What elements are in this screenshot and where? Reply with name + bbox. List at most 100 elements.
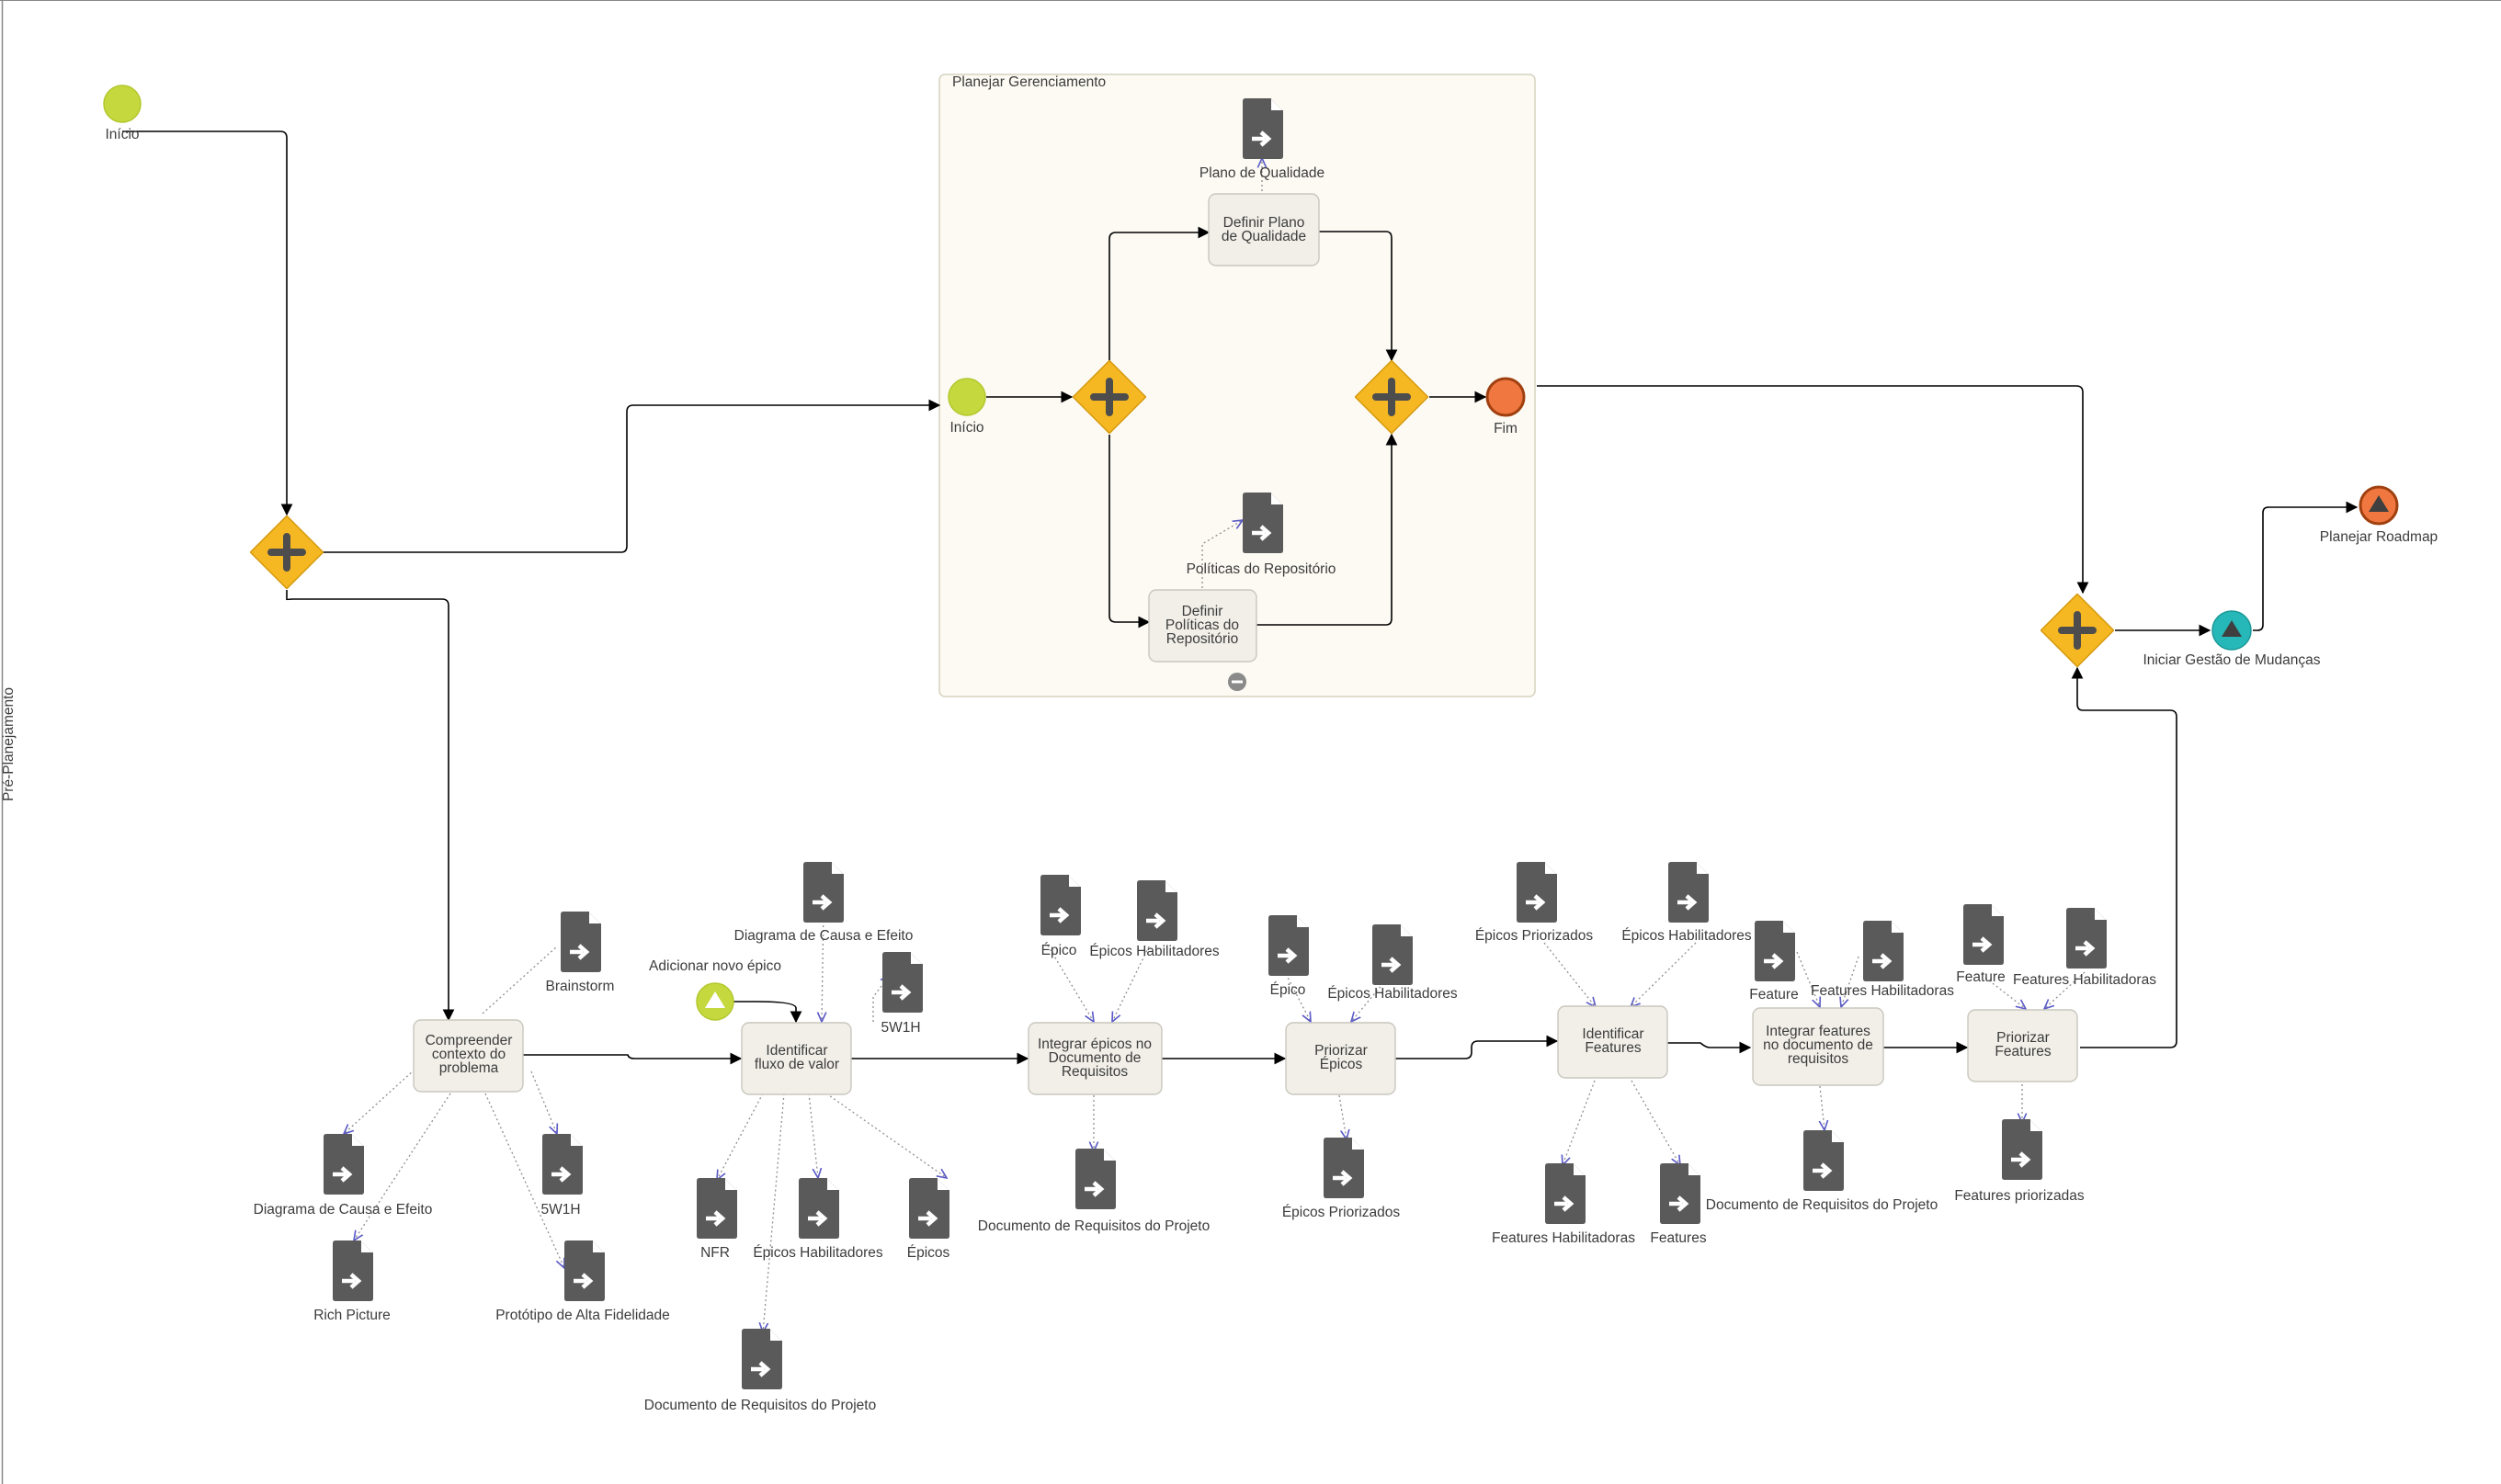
svg-text:Diagrama de Causa e Efeito: Diagrama de Causa e Efeito bbox=[734, 928, 914, 944]
sequence-flows bbox=[122, 130, 2359, 1065]
data-object-rich-picture[interactable]: Rich Picture bbox=[313, 1240, 391, 1323]
task-priorizar-epicos[interactable]: Priorizar Épicos bbox=[1285, 1022, 1396, 1095]
svg-text:Épico: Épico bbox=[1270, 982, 1306, 998]
document-icon bbox=[803, 862, 844, 923]
data-object-diagrama-causa-efeito-1[interactable]: Diagrama de Causa e Efeito bbox=[254, 1134, 433, 1218]
data-object-epicos-habilitadores-3[interactable]: Épicos Habilitadores bbox=[1327, 924, 1458, 1002]
data-object-epico-1[interactable]: Épico bbox=[1040, 875, 1081, 958]
data-object-brainstorm[interactable]: Brainstorm bbox=[546, 912, 615, 994]
svg-text:Features: Features bbox=[1650, 1230, 1706, 1246]
svg-text:Feature: Feature bbox=[1956, 969, 2005, 985]
document-icon bbox=[1137, 880, 1177, 941]
sub-start-event[interactable]: Início bbox=[948, 378, 986, 436]
triangle-icon bbox=[2369, 495, 2389, 512]
data-object-diagrama-causa-efeito-2[interactable]: Diagrama de Causa e Efeito bbox=[734, 862, 914, 944]
data-object-doc-requisitos-3[interactable]: Documento de Requisitos do Projeto bbox=[1706, 1130, 1938, 1213]
start-event-adicionar-epico[interactable]: Adicionar novo épico bbox=[649, 958, 781, 1021]
document-icon bbox=[1545, 1163, 1586, 1224]
document-icon bbox=[1243, 98, 1283, 159]
document-icon bbox=[2002, 1119, 2042, 1180]
data-object-plano-qualidade[interactable]: Plano de Qualidade bbox=[1199, 98, 1324, 181]
task-priorizar-features[interactable]: Priorizar Features bbox=[1967, 1009, 2078, 1082]
lane-label: Pré-Planejamento bbox=[1, 687, 17, 801]
data-object-epicos-habilitadores-2[interactable]: Épicos Habilitadores bbox=[1089, 880, 1220, 959]
task-integrar-epicos[interactable]: Integrar épicos no Documento de Requisit… bbox=[1028, 1022, 1163, 1095]
task-compreender-contexto[interactable]: Compreender contexto do problema bbox=[413, 1019, 524, 1093]
document-icon bbox=[1755, 921, 1795, 981]
svg-text:Épicos Habilitadores: Épicos Habilitadores bbox=[1089, 944, 1220, 959]
planejar-roadmap-label: Planejar Roadmap bbox=[2320, 529, 2438, 545]
document-icon bbox=[324, 1134, 364, 1195]
data-object-feature-1[interactable]: Feature bbox=[1749, 921, 1799, 1003]
svg-text:Requisitos: Requisitos bbox=[1062, 1064, 1129, 1080]
document-icon bbox=[542, 1134, 583, 1195]
document-icon bbox=[1040, 875, 1081, 935]
document-icon bbox=[1963, 904, 2004, 965]
svg-text:Rich Picture: Rich Picture bbox=[313, 1308, 391, 1323]
svg-text:Integrar features: Integrar features bbox=[1766, 1024, 1870, 1039]
data-object-features-habilitadoras-2[interactable]: Features Habilitadoras bbox=[1811, 921, 1954, 999]
document-icon bbox=[1243, 493, 1283, 553]
svg-text:Features priorizadas: Features priorizadas bbox=[1954, 1188, 2085, 1204]
data-object-politicas-repositorio[interactable]: Políticas do Repositório bbox=[1187, 493, 1336, 577]
document-icon bbox=[1372, 924, 1413, 985]
svg-text:Features Habilitadoras: Features Habilitadoras bbox=[2013, 972, 2156, 988]
document-icon bbox=[1863, 921, 1904, 981]
svg-text:contexto do: contexto do bbox=[432, 1047, 506, 1062]
svg-text:Épico: Épico bbox=[1041, 943, 1077, 958]
svg-text:NFR: NFR bbox=[700, 1245, 730, 1261]
sub-end-event[interactable]: Fim bbox=[1485, 377, 1526, 436]
task-definir-plano-qualidade[interactable]: Definir Plano de Qualidade bbox=[1208, 193, 1320, 266]
task-definir-politicas-repositorio[interactable]: Definir Políticas do Repositório bbox=[1148, 589, 1257, 663]
document-icon bbox=[1803, 1130, 1844, 1191]
data-object-features-habilitadoras-3[interactable]: Features Habilitadoras bbox=[2013, 908, 2156, 988]
svg-text:Épicos Priorizados: Épicos Priorizados bbox=[1282, 1205, 1401, 1220]
data-object-prototipo[interactable]: Protótipo de Alta Fidelidade bbox=[495, 1240, 670, 1323]
data-object-epicos-priorizados-2[interactable]: Épicos Priorizados bbox=[1475, 862, 1594, 944]
svg-text:Políticas do: Políticas do bbox=[1165, 617, 1239, 633]
data-object-epicos-habilitadores-1[interactable]: Épicos Habilitadores bbox=[753, 1178, 883, 1261]
parallel-gateway-join[interactable] bbox=[2041, 594, 2113, 666]
data-object-5w1h-2[interactable]: 5W1H bbox=[881, 952, 923, 1036]
document-icon bbox=[799, 1178, 839, 1239]
svg-text:Épicos: Épicos bbox=[1320, 1057, 1363, 1072]
data-object-nfr[interactable]: NFR bbox=[697, 1178, 737, 1261]
parallel-gateway-split[interactable] bbox=[250, 515, 323, 588]
end-event-planejar-roadmap[interactable]: Planejar Roadmap bbox=[2320, 485, 2438, 545]
svg-text:Épicos Habilitadores: Épicos Habilitadores bbox=[753, 1245, 883, 1261]
svg-text:Épicos Habilitadores: Épicos Habilitadores bbox=[1327, 986, 1458, 1002]
data-object-doc-requisitos-1[interactable]: Documento de Requisitos do Projeto bbox=[644, 1329, 876, 1413]
data-object-epico-2[interactable]: Épico bbox=[1268, 915, 1309, 998]
minus-circle-icon[interactable] bbox=[1228, 673, 1246, 691]
svg-text:Feature: Feature bbox=[1749, 987, 1798, 1003]
document-icon bbox=[333, 1240, 373, 1301]
svg-text:Priorizar: Priorizar bbox=[1996, 1030, 2050, 1046]
svg-text:Protótipo de Alta Fidelidade: Protótipo de Alta Fidelidade bbox=[495, 1308, 670, 1323]
data-object-epicos-habilitadores-4[interactable]: Épicos Habilitadores bbox=[1621, 862, 1752, 944]
start-event-inicio[interactable]: Início bbox=[103, 85, 142, 142]
subprocess-planejar-gerenciamento[interactable]: Planejar Gerenciamento bbox=[938, 74, 1536, 697]
data-object-features-habilitadoras-1[interactable]: Features Habilitadoras bbox=[1492, 1163, 1635, 1246]
svg-text:Compreender: Compreender bbox=[426, 1033, 513, 1048]
task-identificar-fluxo-valor[interactable]: Identificar fluxo de valor bbox=[741, 1022, 852, 1095]
svg-text:Features Habilitadoras: Features Habilitadoras bbox=[1811, 983, 1954, 999]
data-object-doc-requisitos-2[interactable]: Documento de Requisitos do Projeto bbox=[978, 1149, 1210, 1234]
data-object-features-priorizadas[interactable]: Features priorizadas bbox=[1954, 1119, 2085, 1204]
data-object-feature-2[interactable]: Feature bbox=[1956, 904, 2006, 985]
data-object-features-1[interactable]: Features bbox=[1650, 1163, 1707, 1246]
document-icon bbox=[1324, 1138, 1364, 1198]
data-object-epicos-priorizados-1[interactable]: Épicos Priorizados bbox=[1282, 1138, 1401, 1220]
task-integrar-features[interactable]: Integrar features no documento de requis… bbox=[1752, 1007, 1884, 1086]
data-object-5w1h-1[interactable]: 5W1H bbox=[540, 1134, 583, 1218]
data-object-epicos-1[interactable]: Épicos bbox=[907, 1178, 950, 1261]
svg-text:no documento de: no documento de bbox=[1763, 1037, 1873, 1053]
svg-text:5W1H: 5W1H bbox=[540, 1202, 580, 1218]
svg-text:Identificar: Identificar bbox=[1582, 1026, 1643, 1042]
iniciar-gestao-label: Iniciar Gestão de Mudanças bbox=[2143, 652, 2321, 668]
svg-text:Features Habilitadoras: Features Habilitadoras bbox=[1492, 1230, 1635, 1246]
intermediate-event-iniciar-gestao[interactable]: Iniciar Gestão de Mudanças bbox=[2143, 610, 2321, 668]
task-identificar-features[interactable]: Identificar Features bbox=[1557, 1005, 1668, 1079]
svg-text:Brainstorm: Brainstorm bbox=[546, 979, 615, 994]
svg-text:Features: Features bbox=[1995, 1044, 2051, 1059]
svg-text:Épicos Habilitadores: Épicos Habilitadores bbox=[1621, 928, 1752, 944]
